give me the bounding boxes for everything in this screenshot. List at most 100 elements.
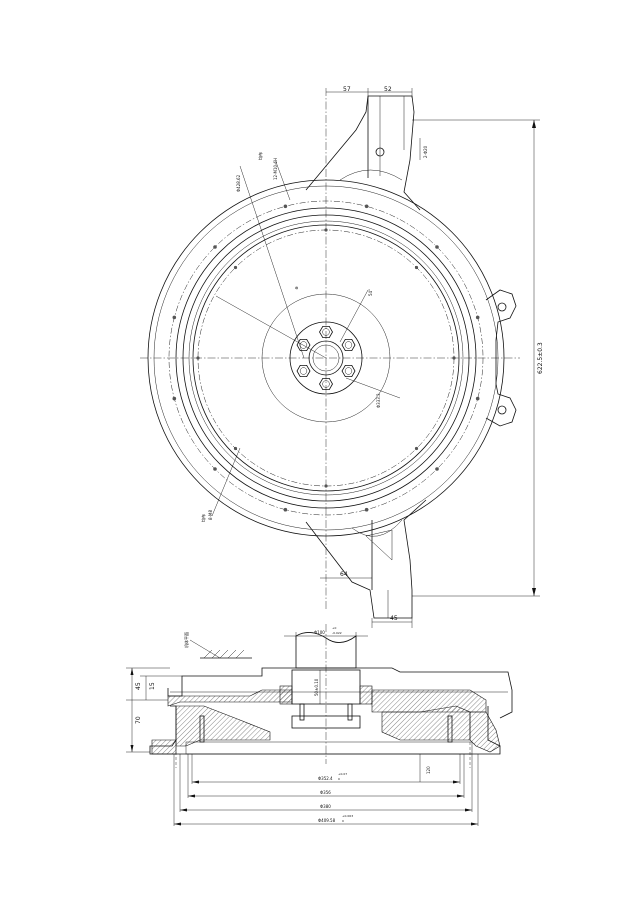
tol-d352-lower: 0 [338, 777, 340, 781]
hub-bolt-washer [322, 328, 330, 336]
section-hatch-left-flange [151, 739, 177, 755]
dim-2-holes: 2-Φ20 [423, 145, 428, 158]
tol-d409-upper: +0.063 [342, 814, 353, 818]
right-lug-hole-lower [497, 405, 507, 415]
leader-12-holes [275, 161, 291, 201]
flange-ring-3 [188, 220, 464, 496]
note-8-holes-even: 均布 [200, 514, 206, 522]
dim-phi: Φ [294, 285, 299, 291]
flange-ring-4 [192, 224, 460, 492]
inner-bolt-hole [324, 228, 328, 232]
dim-12-holes: 12-M10-6H [273, 158, 278, 180]
section-bolt-hub-1 [299, 703, 305, 721]
radial-line [215, 295, 327, 359]
hub-bolt-pattern [296, 325, 356, 391]
outer-bolt-hole [283, 507, 288, 512]
hub-bolt-washer [299, 341, 308, 349]
dim-d409: Φ409.58 [318, 818, 336, 823]
inner-bolt-hole [414, 446, 419, 451]
hub-bolt-head [341, 338, 356, 352]
leader-8-holes [211, 447, 241, 517]
outer-bolt-hole [435, 245, 439, 249]
bore-inner-circle [312, 344, 340, 372]
hub-bolt-head [319, 377, 333, 391]
hub-bolt-washer [344, 341, 353, 349]
dim-d428: Φ428.62 [236, 174, 241, 192]
dim-52: 52 [384, 86, 392, 93]
hub-inner-circle [289, 321, 363, 395]
tol-d100-upper: +0 [332, 626, 337, 630]
inner-bolt-hole [452, 356, 456, 360]
section-view [126, 624, 513, 826]
dim-d356: Φ356 [320, 790, 331, 795]
outer-bolt-hole [172, 396, 177, 401]
section-hatch-hub-left [279, 685, 293, 705]
dim-d352: Φ352.4 [318, 776, 333, 781]
section-hatch-left-lower [175, 705, 271, 747]
dim-45-right: 45 [390, 615, 398, 622]
bore-circle [308, 340, 344, 376]
tol-d409-lower: 0 [342, 819, 344, 823]
section-hatch-left-upper [167, 689, 293, 707]
dim-15: 15 [149, 682, 156, 690]
hub-bolt-head [296, 338, 311, 352]
outer-bolt-hole [475, 315, 480, 320]
leader-d333 [345, 377, 401, 399]
hub-boss [291, 715, 361, 729]
front-view [140, 88, 540, 628]
leader-angle [339, 289, 369, 343]
note-engine-datum: 机体平面 [183, 632, 189, 648]
dim-64: 64 [340, 571, 348, 578]
flange-ring-1 [175, 207, 477, 509]
outer-bolt-hole [475, 396, 480, 401]
outer-bolt-hole [172, 315, 177, 320]
tol-d100-lower: -0.022 [332, 631, 342, 635]
outer-hole-pattern [172, 204, 480, 512]
outer-bolt-hole [213, 467, 217, 471]
hub-bolt-washer [322, 380, 330, 388]
section-bolt-hub-2 [347, 703, 353, 721]
section-hatch-right-upper [371, 689, 487, 713]
dim-622: 622.5±0.3 [537, 342, 544, 374]
top-lug [305, 95, 421, 211]
dim-50: 50±0.10 [314, 678, 319, 696]
dim-45-left: 45 [135, 682, 142, 690]
right-lugs [485, 289, 517, 427]
dim-70: 70 [135, 716, 142, 724]
dim-120: 120 [426, 766, 431, 774]
leader-d428 [239, 165, 305, 359]
housing-outer [147, 179, 505, 537]
bolt-circle-outer [168, 200, 484, 516]
section-hatch-hub-right [359, 685, 373, 705]
dim-8-holes: 8-M8 [208, 510, 213, 520]
section-hatch-right-flange [469, 711, 501, 753]
housing-outer-2 [153, 185, 499, 531]
dim-angle-54: 54° [368, 289, 373, 296]
dim-d380: Φ380 [320, 804, 331, 809]
dim-d100: Φ100 [314, 630, 325, 635]
outer-bolt-hole [283, 204, 288, 209]
hub-bolt-head [341, 364, 356, 378]
tol-d352-upper: +0.07 [338, 772, 347, 776]
inner-hole-pattern [196, 228, 456, 488]
hub-bolt-washer [344, 367, 353, 375]
hub-bolt-washer [299, 367, 308, 375]
dim-57: 57 [343, 86, 351, 93]
inner-bolt-hole [414, 265, 419, 270]
outer-bolt-hole [435, 467, 439, 471]
lug-hole-top [375, 147, 385, 157]
right-lug-hole-upper [497, 302, 507, 312]
dim-d333: Φ333.3 [376, 393, 381, 408]
hub-circle [261, 293, 391, 423]
inner-bolt-hole [324, 484, 328, 488]
inner-bolt-hole [196, 356, 200, 360]
inner-bolt-hole [233, 265, 238, 270]
bottom-lug [305, 499, 427, 619]
hub-bolt-head [296, 364, 311, 378]
hub-bolt-head [319, 325, 333, 339]
outer-bolt-hole [213, 245, 217, 249]
outer-bolt-hole [364, 204, 369, 209]
inner-bolt-hole [233, 446, 238, 451]
note-12-holes-even: 均布 [257, 152, 263, 160]
